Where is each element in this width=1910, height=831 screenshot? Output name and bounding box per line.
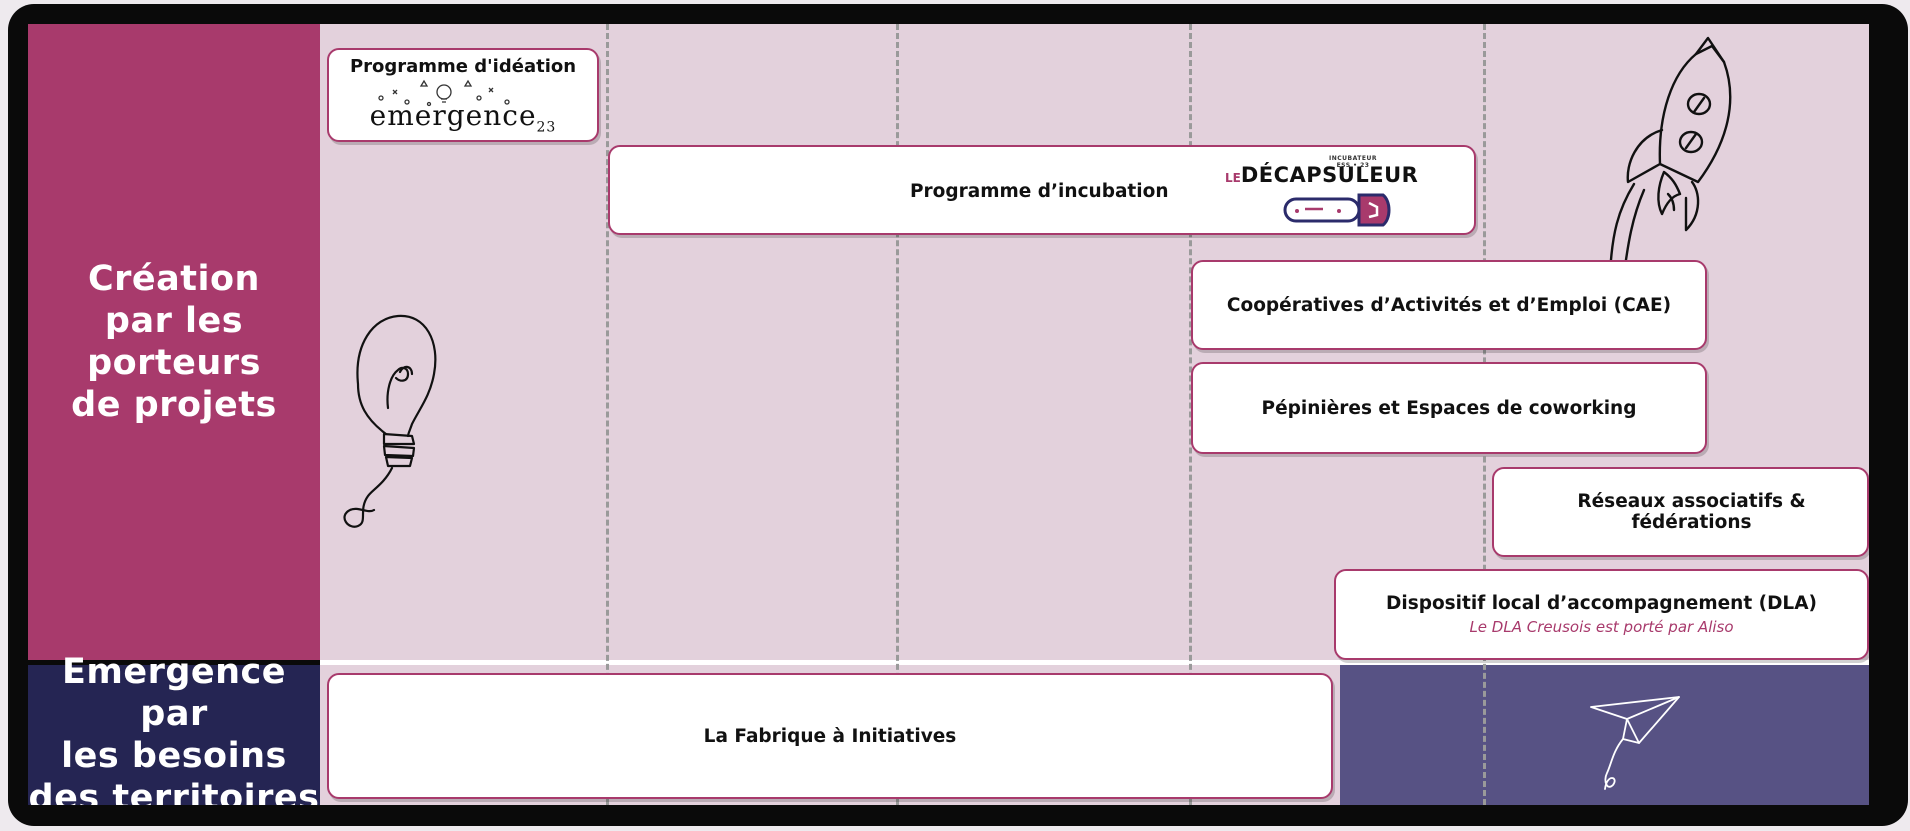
column-divider [1189, 24, 1192, 805]
row-label-line: les besoins [61, 736, 287, 776]
column-divider [896, 24, 899, 805]
decapsuleur-tagline: INCUBATEUR ESS • 23 [1329, 155, 1377, 169]
row-label-line: par les [104, 301, 244, 341]
row-label-line: porteurs [87, 343, 261, 383]
decapsuleur-logo: INCUBATEUR ESS • 23 LEDÉCAPSULEUR [1225, 153, 1418, 231]
decapsuleur-logo-text: DÉCAPSULEUR [1240, 163, 1419, 187]
paper-plane-icon [1590, 696, 1680, 790]
row-label-line: Emergence par [61, 652, 287, 734]
reseaux-title: Réseaux associatifs & fédérations [1577, 491, 1806, 533]
cae-title: Coopératives d’Activités et d’Emploi (CA… [1226, 294, 1672, 316]
incubation-program-title: Programme d’incubation [910, 181, 1169, 202]
ideation-program-box: Programme d'idéation emergence23 [327, 48, 599, 142]
ideation-program-title: Programme d'idéation [349, 56, 577, 77]
dla-box: Dispositif local d’accompagnement (DLA) … [1334, 569, 1869, 660]
fabrique-title: La Fabrique à Initiatives [703, 725, 957, 747]
row-label-emergence: Emergence par les besoins des territoire… [28, 652, 320, 805]
fabrique-box: La Fabrique à Initiatives [327, 673, 1333, 799]
cae-box: Coopératives d’Activités et d’Emploi (CA… [1191, 260, 1707, 350]
rocket-icon [1608, 36, 1732, 274]
emergence-logo-sub: 23 [536, 119, 557, 136]
incubation-program-box: Programme d’incubation INCUBATEUR ESS • … [608, 145, 1476, 235]
dla-subtitle: Le DLA Creusois est porté par Aliso [1469, 618, 1734, 636]
pepinieres-title: Pépinières et Espaces de coworking [1261, 397, 1637, 419]
reseaux-box: Réseaux associatifs & fédérations [1492, 467, 1869, 557]
row-label-line: Création [87, 259, 260, 299]
lightbulb-icon [343, 314, 437, 528]
row-label-line: de projets [71, 385, 277, 425]
diagram-panel: Création par les porteurs de projets Eme… [28, 24, 1869, 805]
row-label-line: des territoires [28, 778, 320, 805]
bottle-opener-icon [1283, 193, 1391, 227]
dla-title: Dispositif local d’accompagnement (DLA) [1386, 593, 1817, 614]
pepinieres-box: Pépinières et Espaces de coworking [1191, 362, 1707, 454]
ideation-sparkles-icon [378, 79, 510, 107]
row-emergence-dark-area [1340, 665, 1869, 805]
decapsuleur-logo-prefix: LE [1225, 171, 1241, 185]
row-label-creation: Création par les porteurs de projets [28, 24, 320, 660]
column-divider [606, 24, 609, 805]
row-separator [320, 660, 1869, 665]
